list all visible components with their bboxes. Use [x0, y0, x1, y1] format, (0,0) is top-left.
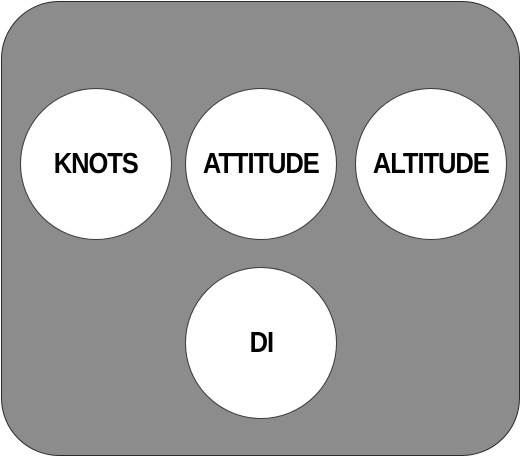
gauge-attitude-label: ATTITUDE [203, 147, 320, 180]
gauge-di: DI [185, 267, 337, 419]
gauge-altitude-label: ALTITUDE [373, 147, 490, 180]
gauge-knots-label: KNOTS [53, 147, 139, 180]
gauge-di-label: DI [249, 326, 273, 359]
gauge-attitude: ATTITUDE [185, 88, 337, 240]
gauge-altitude: ALTITUDE [355, 88, 507, 240]
gauge-knots: KNOTS [20, 88, 172, 240]
